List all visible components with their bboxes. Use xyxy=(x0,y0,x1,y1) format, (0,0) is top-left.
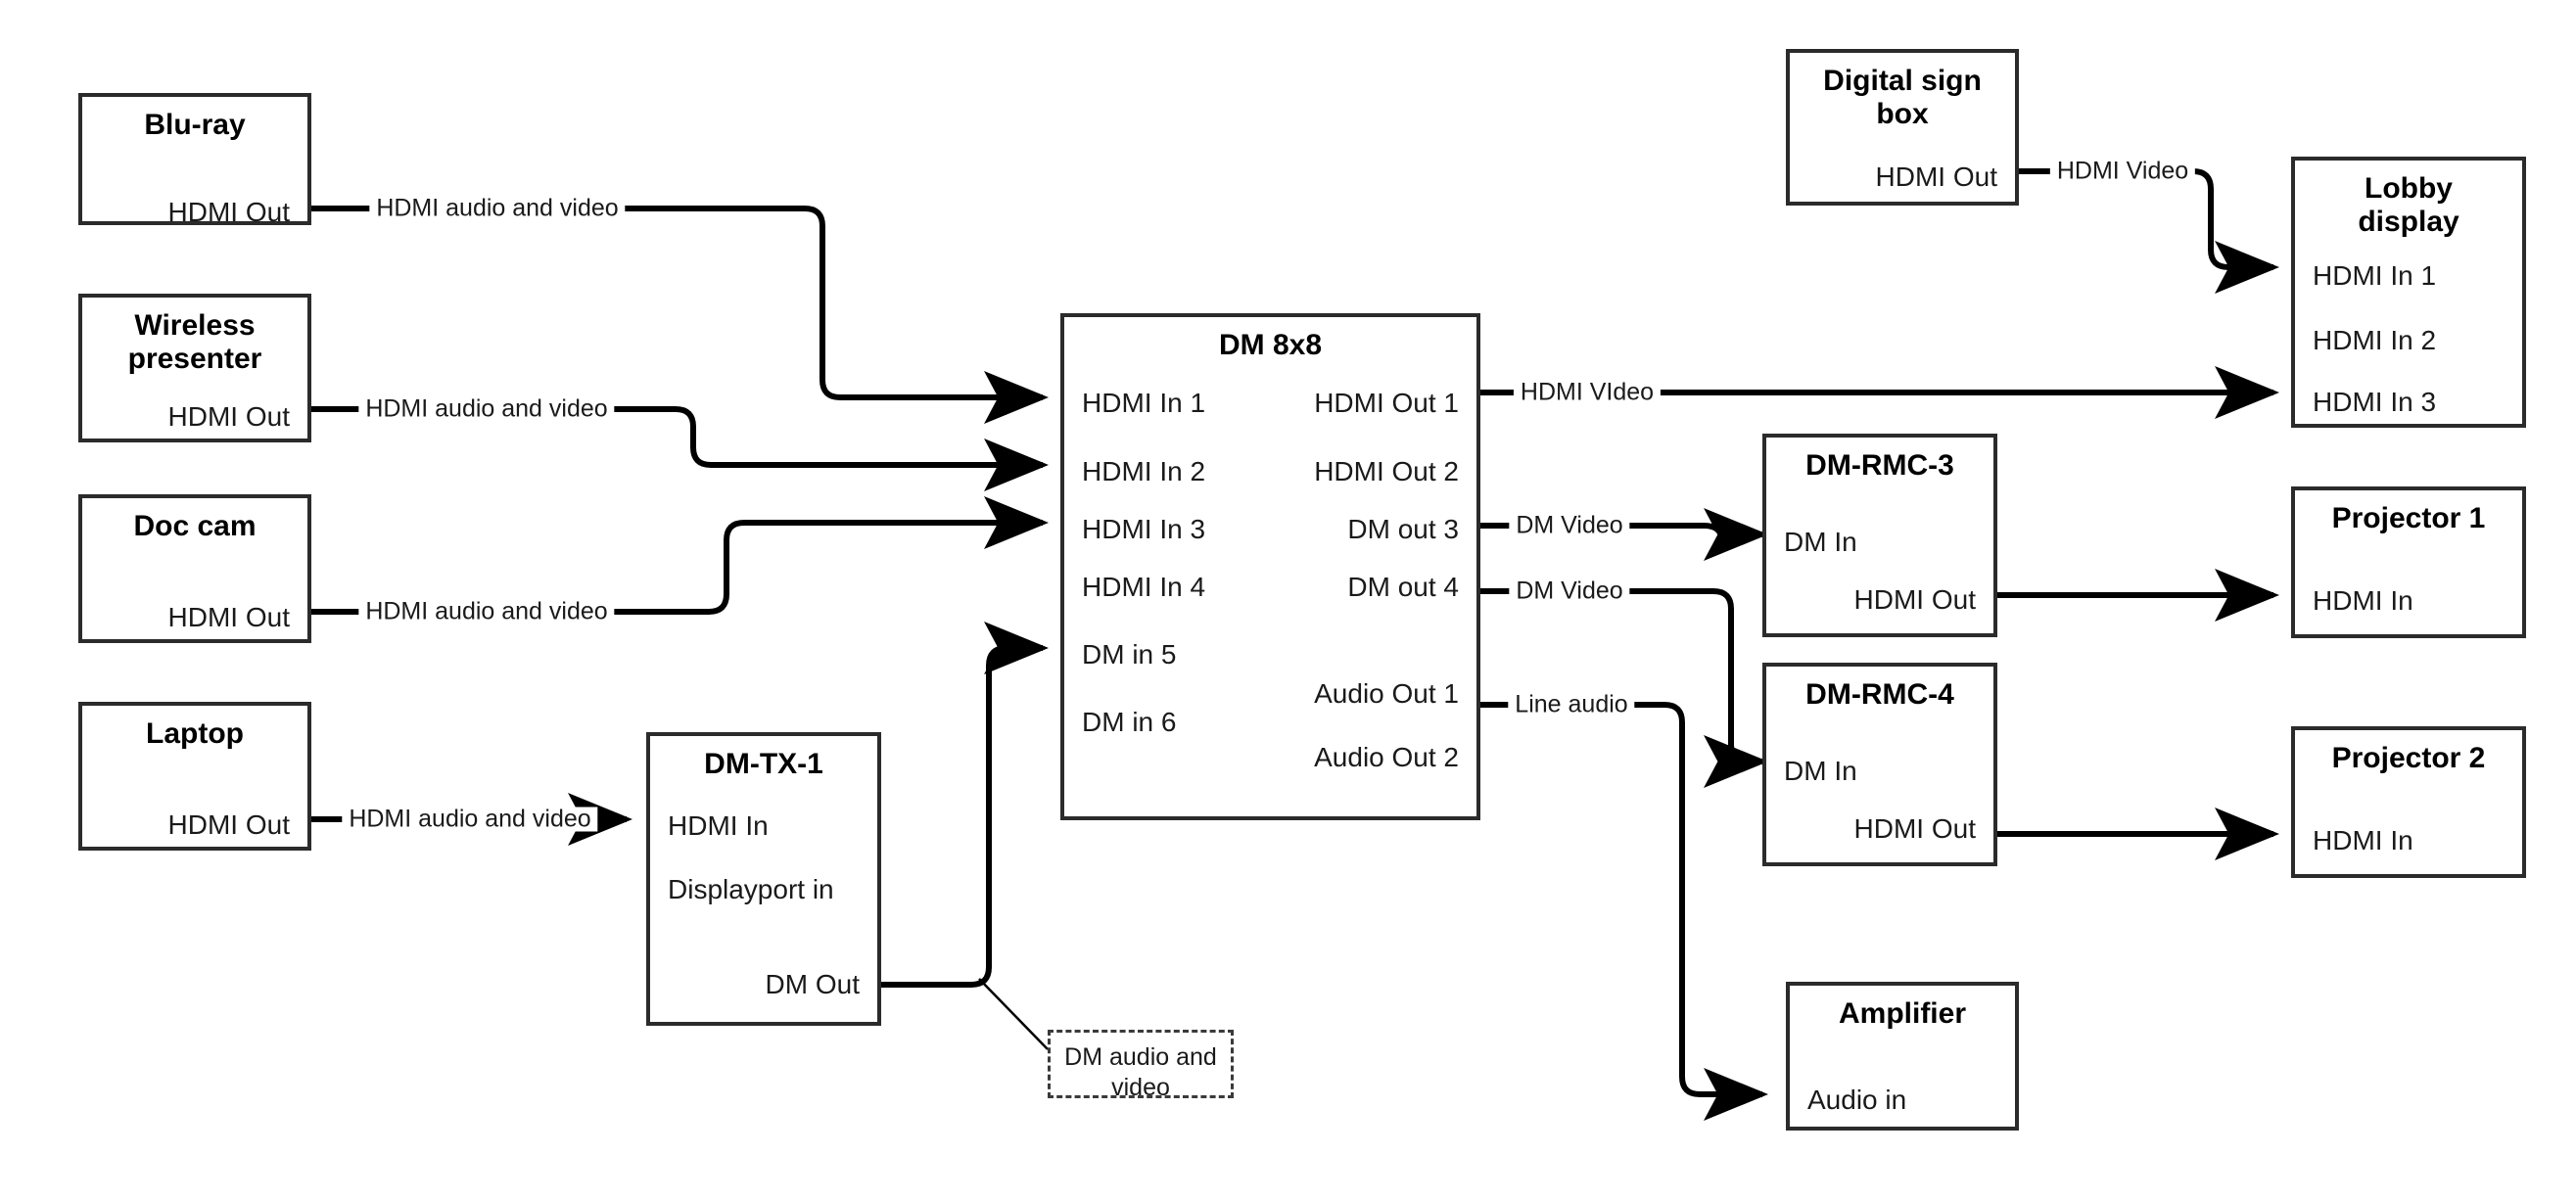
port-projector1-hdmi-in[interactable]: HDMI In xyxy=(2313,585,2413,616)
node-dm-rmc-4[interactable]: DM-RMC-4 DM In HDMI Out xyxy=(1762,663,1997,866)
port-bluray-hdmi-out[interactable]: HDMI Out xyxy=(167,197,290,227)
port-dmtx1-displayport-in[interactable]: Displayport in xyxy=(668,874,834,904)
node-wireless-presenter[interactable]: Wireless presenter HDMI Out xyxy=(78,294,311,442)
wire-dm8x8-audio1-to-amplifier-in xyxy=(1480,702,1768,1121)
wire-label-laptop: HDMI audio and video xyxy=(342,807,598,832)
port-wireless-hdmi-out[interactable]: HDMI Out xyxy=(167,401,290,432)
wire-label-hdmi-out-1: HDMI VIdeo xyxy=(1513,380,1662,405)
port-laptop-hdmi-out[interactable]: HDMI Out xyxy=(167,809,290,840)
node-amplifier-title: Amplifier xyxy=(1838,997,1967,1030)
node-digital-sign-box-title: Digital sign box xyxy=(1823,65,1982,130)
port-dm8x8-dm-out-3[interactable]: DM out 3 xyxy=(1347,514,1459,544)
note-dm-audio-and-video-text: DM audio and video xyxy=(1064,1043,1217,1102)
port-dmrmc4-hdmi-out[interactable]: HDMI Out xyxy=(1853,813,1976,844)
port-dm8x8-hdmi-in-1[interactable]: HDMI In 1 xyxy=(1082,388,1206,418)
port-amplifier-audio-in[interactable]: Audio in xyxy=(1807,1085,1907,1115)
port-dm8x8-hdmi-in-3[interactable]: HDMI In 3 xyxy=(1082,514,1206,544)
port-dm8x8-dm-in-6[interactable]: DM in 6 xyxy=(1082,707,1177,737)
wire-label-bluray: HDMI audio and video xyxy=(369,196,626,221)
wire-label-digitalsign: HDMI Video xyxy=(2049,159,2196,184)
port-dm8x8-audio-out-1[interactable]: Audio Out 1 xyxy=(1314,678,1459,709)
port-lobby-hdmi-in-3[interactable]: HDMI In 3 xyxy=(2313,387,2437,417)
wire-label-audio-out-1: Line audio xyxy=(1508,692,1635,717)
node-dm-tx-1-title: DM-TX-1 xyxy=(704,748,823,780)
node-dm-tx-1[interactable]: DM-TX-1 HDMI In Displayport in DM Out xyxy=(646,732,881,1026)
port-dm8x8-hdmi-out-1[interactable]: HDMI Out 1 xyxy=(1314,388,1459,418)
port-lobby-hdmi-in-1[interactable]: HDMI In 1 xyxy=(2313,260,2437,291)
wire-bluray-to-dm8x8-in1 xyxy=(311,206,1049,424)
node-lobby-display-title: Lobby display xyxy=(2358,172,2459,238)
node-digital-sign-box[interactable]: Digital sign box HDMI Out xyxy=(1786,49,2019,206)
node-dm-rmc-3-title: DM-RMC-3 xyxy=(1805,449,1954,482)
port-dmtx1-hdmi-in[interactable]: HDMI In xyxy=(668,810,769,841)
node-dm-8x8-title: DM 8x8 xyxy=(1218,329,1323,361)
port-doccam-hdmi-out[interactable]: HDMI Out xyxy=(167,602,290,632)
wire-digitalsign-to-lobby-in1 xyxy=(2019,168,2279,294)
node-doc-cam-title: Doc cam xyxy=(133,510,257,542)
node-dm-rmc-4-title: DM-RMC-4 xyxy=(1805,678,1954,711)
node-projector-1-title: Projector 1 xyxy=(2331,502,2486,534)
port-dm8x8-hdmi-in-4[interactable]: HDMI In 4 xyxy=(1082,572,1206,602)
node-laptop[interactable]: Laptop HDMI Out xyxy=(78,702,311,851)
node-amplifier[interactable]: Amplifier Audio in xyxy=(1786,982,2019,1131)
node-dm-rmc-3[interactable]: DM-RMC-3 DM In HDMI Out xyxy=(1762,434,1997,637)
wire-label-dm-out-3: DM Video xyxy=(1509,513,1630,538)
wire-dm8x8-out4-to-dmrmc4-in xyxy=(1480,588,1768,788)
note-dm-audio-and-video: DM audio and video xyxy=(1048,1030,1234,1101)
port-dmrmc4-dm-in[interactable]: DM In xyxy=(1784,756,1857,786)
port-projector2-hdmi-in[interactable]: HDMI In xyxy=(2313,825,2413,855)
port-dm8x8-hdmi-out-2[interactable]: HDMI Out 2 xyxy=(1314,456,1459,486)
port-dm8x8-dm-in-5[interactable]: DM in 5 xyxy=(1082,639,1177,670)
node-projector-2-title: Projector 2 xyxy=(2331,742,2486,774)
node-dm-8x8[interactable]: DM 8x8 HDMI In 1 HDMI In 2 HDMI In 3 HDM… xyxy=(1060,313,1480,820)
node-bluray-title: Blu-ray xyxy=(144,109,246,141)
node-wireless-presenter-title: Wireless presenter xyxy=(127,309,262,375)
port-dmrmc3-dm-in[interactable]: DM In xyxy=(1784,527,1857,557)
node-laptop-title: Laptop xyxy=(146,717,244,750)
leader-line-dm-note xyxy=(978,978,1049,1050)
port-dm8x8-hdmi-in-2[interactable]: HDMI In 2 xyxy=(1082,456,1206,486)
wire-label-dm-out-4: DM Video xyxy=(1509,578,1630,604)
port-dmtx1-dm-out[interactable]: DM Out xyxy=(765,969,860,999)
node-lobby-display[interactable]: Lobby display HDMI In 1 HDMI In 2 HDMI I… xyxy=(2291,157,2526,428)
node-projector-1[interactable]: Projector 1 HDMI In xyxy=(2291,486,2526,638)
port-dm8x8-audio-out-2[interactable]: Audio Out 2 xyxy=(1314,742,1459,772)
port-dmrmc3-hdmi-out[interactable]: HDMI Out xyxy=(1853,584,1976,615)
wire-label-wireless: HDMI audio and video xyxy=(358,396,615,422)
wire-label-doccam: HDMI audio and video xyxy=(358,599,615,624)
node-projector-2[interactable]: Projector 2 HDMI In xyxy=(2291,726,2526,878)
wire-dmtx1-to-dm8x8-in5 xyxy=(881,622,1049,988)
port-digitalsign-hdmi-out[interactable]: HDMI Out xyxy=(1875,162,1997,192)
port-dm8x8-dm-out-4[interactable]: DM out 4 xyxy=(1347,572,1459,602)
node-bluray[interactable]: Blu-ray HDMI Out xyxy=(78,93,311,227)
port-lobby-hdmi-in-2[interactable]: HDMI In 2 xyxy=(2313,325,2437,355)
node-doc-cam[interactable]: Doc cam HDMI Out xyxy=(78,494,311,643)
